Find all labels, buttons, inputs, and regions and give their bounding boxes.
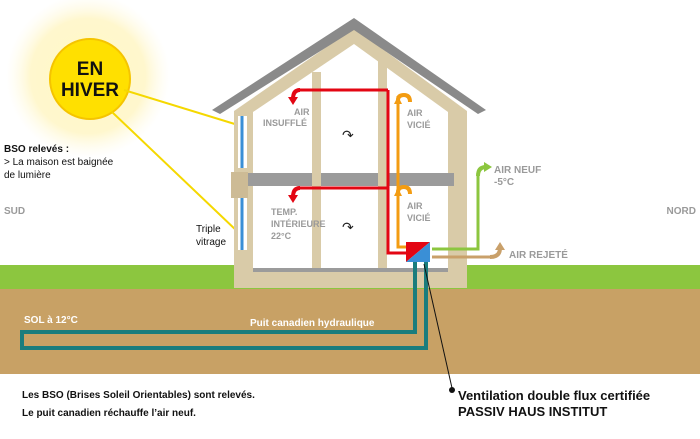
temp-label-2: INTÉRIEURE <box>271 219 326 229</box>
air-rejete-label: AIR REJETÉ <box>509 248 568 261</box>
air-vicie-top-label-1: AIR <box>407 108 423 118</box>
bso-line-1: > La maison est baignée <box>4 157 114 168</box>
ventilation-label-1: Ventilation double flux certifiée <box>458 388 650 403</box>
intermediate-floor <box>247 173 454 186</box>
triple-glazing-label-2: vitrage <box>196 237 226 248</box>
exhaust-arrowhead <box>495 242 505 250</box>
bso-line-2: de lumière <box>4 170 51 181</box>
extract-arrowhead-upper <box>394 96 402 104</box>
sun-ray-bottom <box>111 111 239 233</box>
supply-arrowhead-lower <box>288 195 298 203</box>
ventilation-callout-line <box>423 263 453 389</box>
fresh-air-arrowhead <box>484 162 492 172</box>
air-insuffle-label-2: INSUFFLÉ <box>263 118 307 128</box>
sun-label-hiver: HIVER <box>61 80 119 101</box>
canadian-well-label: Puit canadien hydraulique <box>250 318 375 329</box>
ventilation-unit-blue <box>406 242 430 262</box>
brise-soleil <box>231 172 248 198</box>
rotation-icon-lower: ↷ <box>342 219 354 235</box>
air-vicie-bottom-label-1: AIR <box>407 201 423 211</box>
supply-arrowhead-upper <box>288 97 298 105</box>
ventilation-callout-dot <box>449 387 455 393</box>
bso-title: BSO relevés : <box>4 144 69 155</box>
canadian-well-pipe <box>20 262 428 350</box>
air-vicie-bottom-label-2: VICIÉ <box>407 213 431 223</box>
sun-label-en: EN <box>77 59 103 80</box>
temp-label-1: TEMP. <box>271 207 297 217</box>
air-insuffle-label-1: AIR <box>294 107 310 117</box>
post-left <box>312 72 321 268</box>
north-label: NORD <box>667 206 696 217</box>
fresh-air-duct <box>432 172 480 251</box>
supply-duct-vertical <box>386 90 410 255</box>
triple-glazing-label-1: Triple <box>196 224 221 235</box>
temp-label-3: 22°C <box>271 231 292 241</box>
sun-icon <box>49 38 131 120</box>
air-neuf-label-1: AIR NEUF <box>494 165 541 176</box>
ventilation-label-2: PASSIV HAUS INSTITUT <box>458 404 607 419</box>
soil-temperature-label: SOL à 12°C <box>24 315 78 326</box>
footer-line-2: Le puit canadien réchauffe l’air neuf. <box>22 408 196 419</box>
footer-line-1: Les BSO (Brises Soleil Orientables) sont… <box>22 390 255 401</box>
extract-arrowhead-lower <box>394 188 402 196</box>
post-right <box>378 52 387 268</box>
rotation-icon-upper: ↷ <box>342 127 354 143</box>
south-label: SUD <box>4 206 25 217</box>
air-neuf-label-2: -5°C <box>494 177 514 188</box>
air-vicie-top-label-2: VICIÉ <box>407 120 431 130</box>
sun-ray-top <box>123 89 239 126</box>
ground-floor-slab <box>253 268 448 272</box>
